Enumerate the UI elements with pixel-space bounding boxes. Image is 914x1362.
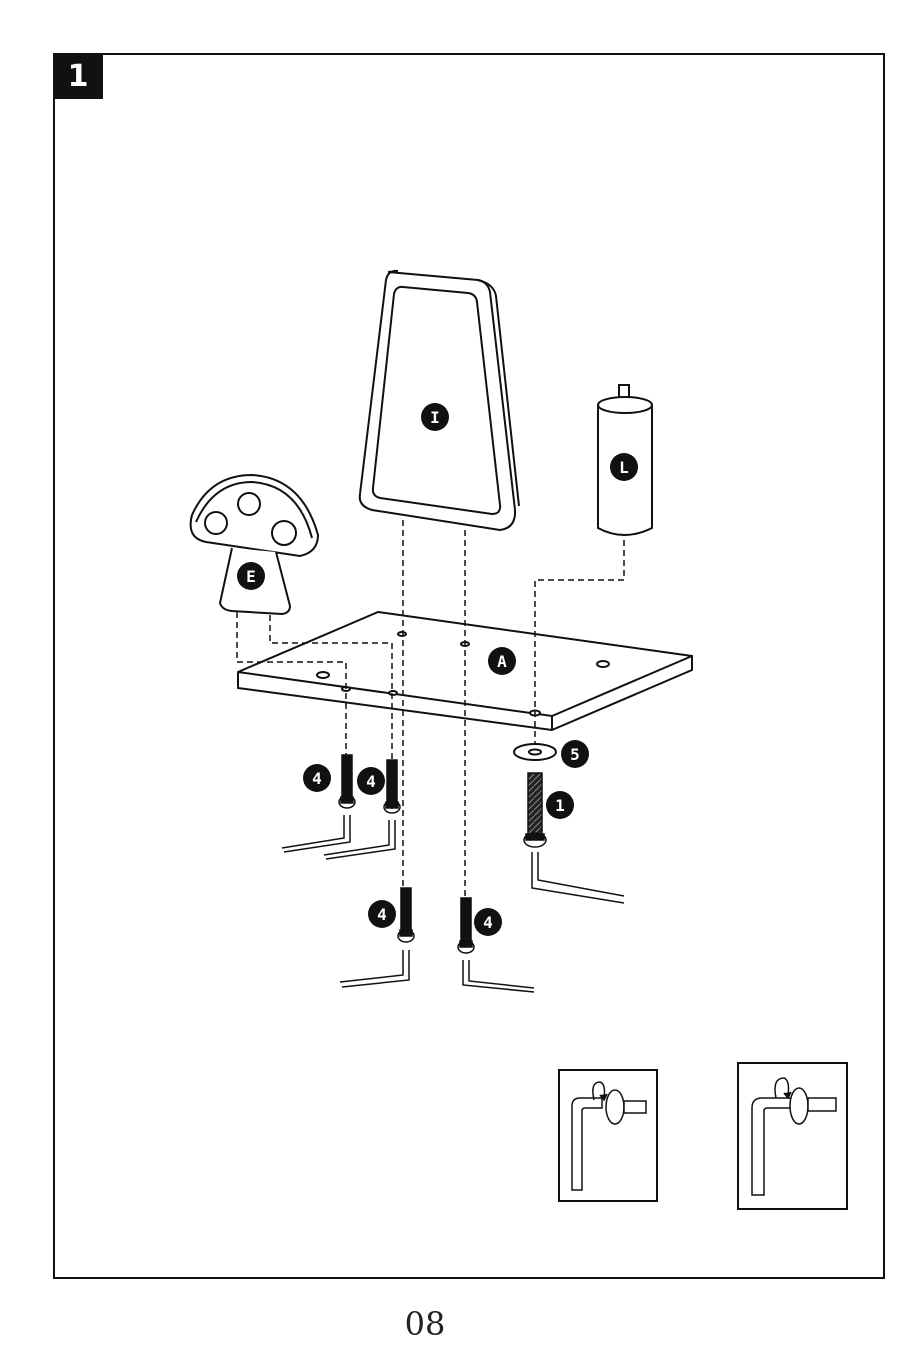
page-number: 08 (0, 1305, 850, 1343)
detail-inset-tight (738, 1063, 847, 1209)
label-1: 1 (546, 791, 574, 819)
label-I: I (421, 403, 449, 431)
svg-text:A: A (497, 652, 507, 671)
mushroom-panel-E (191, 475, 318, 614)
label-5: 5 (561, 740, 589, 768)
svg-text:4: 4 (483, 913, 493, 932)
svg-text:I: I (430, 408, 440, 427)
bolt-1 (524, 773, 624, 903)
detail-inset-loose (559, 1070, 657, 1201)
svg-text:E: E (246, 567, 256, 586)
backrest-panel-I (360, 271, 519, 530)
svg-text:L: L (619, 458, 629, 477)
label-4-c: 4 (368, 900, 396, 928)
svg-text:1: 1 (555, 796, 565, 815)
label-E: E (237, 562, 265, 590)
label-4-b: 4 (357, 767, 385, 795)
svg-text:4: 4 (377, 905, 387, 924)
washer-5 (514, 744, 556, 760)
label-L: L (610, 453, 638, 481)
label-4-d: 4 (474, 908, 502, 936)
label-4-a: 4 (303, 764, 331, 792)
svg-text:4: 4 (366, 772, 376, 791)
label-A: A (488, 647, 516, 675)
svg-text:4: 4 (312, 769, 322, 788)
svg-text:5: 5 (570, 745, 580, 764)
